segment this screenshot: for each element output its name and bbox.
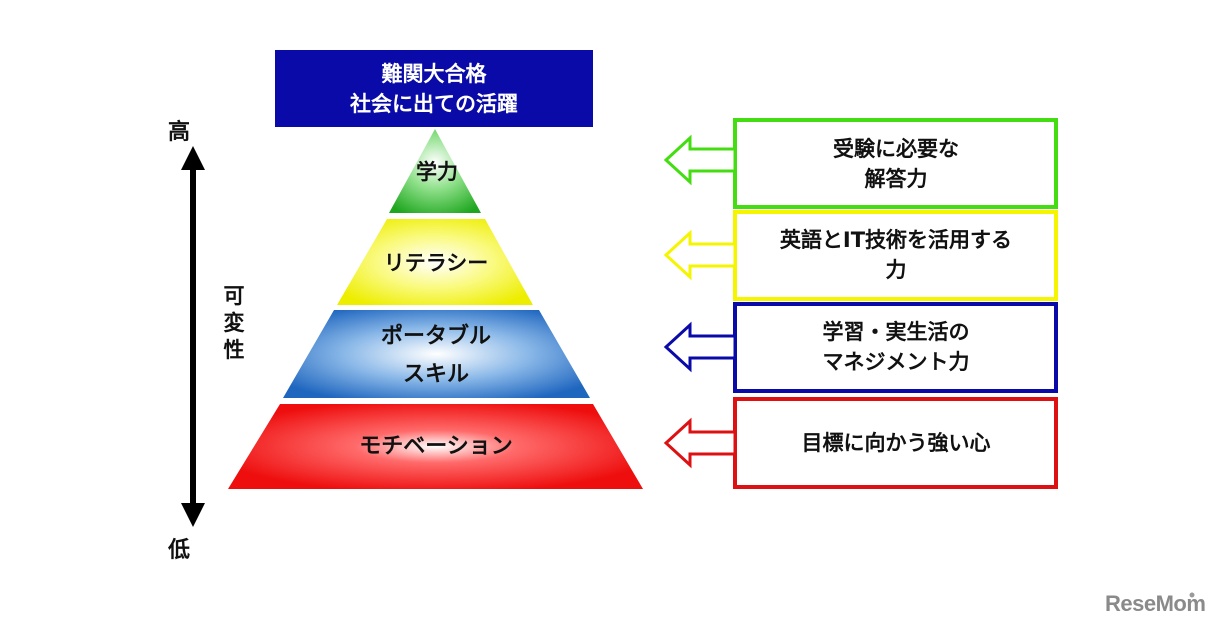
box-1-line-1: 受験に必要な bbox=[833, 137, 959, 161]
tier-1-label: 学力 bbox=[416, 160, 458, 184]
box-2-frame bbox=[733, 210, 1058, 301]
box-3-line-2: マネジメント力 bbox=[822, 350, 970, 374]
box-3-text: 学習・実生活の マネジメント力 bbox=[737, 305, 1055, 389]
tier-1-shape bbox=[389, 129, 481, 213]
box-4-text: 目標に向かう強い心 bbox=[737, 400, 1055, 486]
tier-4-shape bbox=[228, 404, 643, 489]
tier-3-label: ポータブル スキル bbox=[381, 318, 491, 394]
tier-2-label: リテラシー bbox=[383, 251, 489, 275]
goal-box: 難関大合格 社会に出ての活躍 bbox=[275, 50, 593, 127]
box-2-line-1: 英語とIT技術を活用する bbox=[779, 228, 1013, 252]
arrow-1-icon bbox=[663, 134, 737, 186]
box-2-text: 英語とIT技術を活用する 力 bbox=[737, 213, 1055, 297]
goal-line-1: 難関大合格 bbox=[381, 61, 487, 86]
watermark-mark-icon bbox=[1189, 592, 1195, 598]
box-1-text: 受験に必要な 解答力 bbox=[737, 122, 1055, 206]
axis-high-label: 高 bbox=[168, 120, 191, 145]
box-4-line-1: 目標に向かう強い心 bbox=[801, 431, 991, 455]
axis-low-label: 低 bbox=[168, 538, 191, 563]
goal-line-2: 社会に出ての活躍 bbox=[350, 91, 518, 116]
tier-4-label: モチベーション bbox=[359, 434, 513, 459]
box-3-line-1: 学習・実生活の bbox=[822, 320, 970, 344]
tier-3-label-line-2: スキル bbox=[402, 362, 470, 387]
tier-3-label-line-1: ポータブル bbox=[380, 324, 492, 349]
tier-3-shape bbox=[283, 310, 590, 398]
axis-variability-label: 可 変 性 bbox=[222, 283, 246, 364]
box-2-line-2: 力 bbox=[885, 258, 907, 282]
tier-2-shape bbox=[337, 219, 533, 305]
axis-mid-char: 性 bbox=[223, 338, 245, 362]
axis-mid-char: 可 bbox=[223, 284, 245, 308]
arrow-4-icon bbox=[663, 417, 737, 469]
resemom-watermark: ReseMom bbox=[1105, 591, 1206, 616]
box-1-line-2: 解答力 bbox=[864, 167, 928, 191]
axis-mid-char: 変 bbox=[223, 311, 245, 335]
box-3-frame bbox=[733, 302, 1058, 393]
arrow-3-icon bbox=[663, 321, 737, 373]
arrow-2-icon bbox=[663, 229, 737, 281]
